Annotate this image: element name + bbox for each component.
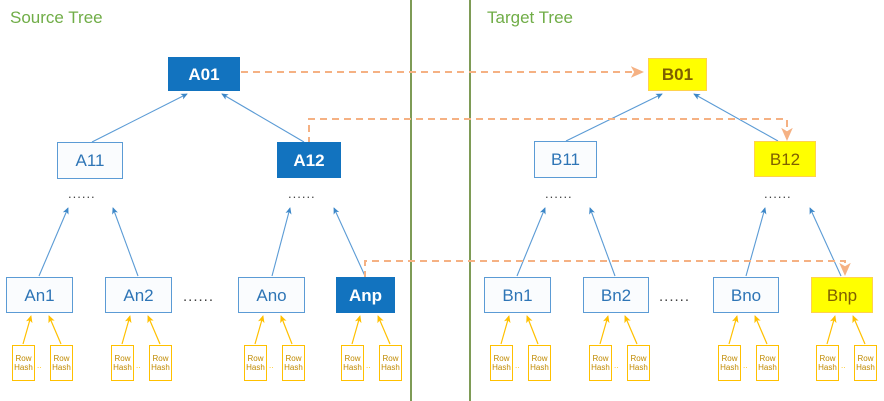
row-hash-line1: Row (630, 353, 647, 363)
row-hash-line1: Row (285, 353, 302, 363)
row-hash-line1: Row (53, 353, 70, 363)
source-leaf-an1[interactable]: An1 (6, 277, 73, 313)
row-hash-gap-bno: .. (743, 361, 748, 370)
row-hash-line2: Hash (246, 363, 265, 372)
row-hash-line2: Hash (629, 363, 648, 372)
row-hash-line1: Row (493, 353, 510, 363)
row-hash-line2: Hash (591, 363, 610, 372)
panel-divider-right (469, 0, 471, 401)
row-hash-line2: Hash (14, 363, 33, 372)
row-hash-line1: Row (152, 353, 169, 363)
target-leaf-bn1[interactable]: Bn1 (484, 277, 551, 313)
row-hash-gap-bn1: .. (515, 361, 520, 370)
target-leaf-bno[interactable]: Bno (713, 277, 779, 313)
row-hash-gap-ano: .. (269, 361, 274, 370)
row-hash-gap-an1: .. (37, 361, 42, 370)
target-node-b12[interactable]: B12 (754, 141, 816, 177)
source-tree-title: Source Tree (10, 8, 103, 27)
row-hash-line2: Hash (856, 363, 875, 372)
target-ellipsis-under-b11: ...... (545, 186, 573, 201)
row-hash-line2: Hash (381, 363, 400, 372)
target-node-b11[interactable]: B11 (534, 141, 597, 178)
source-leaf-ellipsis: ...... (183, 288, 215, 305)
source-node-a01[interactable]: A01 (168, 57, 240, 91)
source-ellipsis-under-a11: ...... (68, 186, 96, 201)
target-node-b01[interactable]: B01 (648, 58, 707, 91)
row-hash-line2: Hash (720, 363, 739, 372)
row-hash-gap-anp: .. (366, 361, 371, 370)
row-hash-line2: Hash (758, 363, 777, 372)
target-tree-title: Target Tree (487, 8, 573, 27)
source-ellipsis-under-a12: ...... (288, 186, 316, 201)
row-hash-line2: Hash (284, 363, 303, 372)
source-leaf-anp[interactable]: Anp (336, 277, 395, 313)
row-hash-line1: Row (592, 353, 609, 363)
source-leaf-ano[interactable]: Ano (238, 277, 305, 313)
source-leaf-an2[interactable]: An2 (105, 277, 172, 313)
row-hash-line1: Row (819, 353, 836, 363)
source-node-a12[interactable]: A12 (277, 142, 341, 178)
sync-link-anp-bnp (364, 260, 851, 278)
row-hash-line1: Row (759, 353, 776, 363)
row-hash-line2: Hash (151, 363, 170, 372)
row-hash-gap-bn2: .. (614, 361, 619, 370)
row-hash-line1: Row (247, 353, 264, 363)
source-node-a11[interactable]: A11 (57, 142, 123, 179)
row-hash-gap-bnp: .. (841, 361, 846, 370)
row-hash-line1: Row (15, 353, 32, 363)
row-hash-line2: Hash (343, 363, 362, 372)
target-ellipsis-under-b12: ...... (764, 186, 792, 201)
row-hash-line2: Hash (530, 363, 549, 372)
row-hash-line1: Row (344, 353, 361, 363)
row-hash-line2: Hash (818, 363, 837, 372)
row-hash-gap-an2: .. (136, 361, 141, 370)
target-leaf-ellipsis: ...... (659, 288, 691, 305)
row-hash-line1: Row (531, 353, 548, 363)
row-hash-line1: Row (857, 353, 874, 363)
row-hash-line1: Row (114, 353, 131, 363)
target-leaf-bnp[interactable]: Bnp (811, 277, 873, 313)
target-leaf-bn2[interactable]: Bn2 (583, 277, 649, 313)
row-hash-line2: Hash (113, 363, 132, 372)
panel-divider-left (410, 0, 412, 401)
row-hash-line1: Row (382, 353, 399, 363)
row-hash-line2: Hash (52, 363, 71, 372)
row-hash-line2: Hash (492, 363, 511, 372)
row-hash-line1: Row (721, 353, 738, 363)
